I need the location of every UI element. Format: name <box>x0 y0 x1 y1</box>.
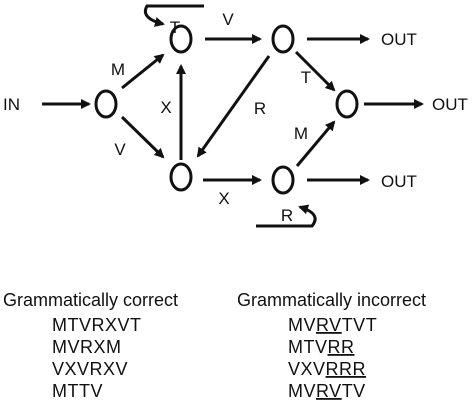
self-loop-bottom <box>256 204 317 228</box>
violation-underline: RRR <box>326 359 367 379</box>
state-top-left <box>169 24 193 54</box>
correct-sequence: VXVRXV <box>52 359 128 379</box>
incorrect-sequence: VXVRRR <box>288 359 366 379</box>
edge-to-final-lower <box>295 120 336 167</box>
edge-in-lower <box>120 115 165 159</box>
sequence-part: TVT <box>342 315 378 335</box>
io-labels: IN OUT OUT OUT <box>3 30 468 191</box>
edge-in-upper <box>121 53 165 90</box>
incorrect-sequence: MVRVTV <box>288 381 366 401</box>
label-self-loop-top: T <box>170 18 180 37</box>
transition-edges <box>42 4 424 228</box>
input-label: IN <box>3 95 20 114</box>
state-bottom-left <box>169 162 193 192</box>
violation-underline: RV <box>316 381 342 401</box>
label-bottom-right: X <box>218 189 229 208</box>
incorrect-sequence: MTVRR <box>288 337 355 357</box>
output-label-top: OUT <box>381 30 417 49</box>
label-cross-down: R <box>254 99 266 118</box>
label-top-right: V <box>222 10 234 29</box>
self-loop-top <box>143 4 204 27</box>
label-to-final-lower: M <box>294 124 308 143</box>
correct-sequence: MTVRXVT <box>52 315 142 335</box>
edge-to-final-upper <box>294 50 336 92</box>
correct-examples: Grammatically correct MTVRXVTMVRXMVXVRXV… <box>3 290 178 401</box>
sequence-part: VXV <box>288 359 326 379</box>
sequence-part: MTV <box>288 337 328 357</box>
edge-cross-down <box>196 55 271 158</box>
correct-sequence: MVRXM <box>52 337 122 357</box>
correct-sequence: MTTV <box>52 381 103 401</box>
transition-labels: M V T V X R T M X R <box>111 10 311 225</box>
output-label-bottom: OUT <box>381 172 417 191</box>
state-nodes <box>94 24 359 195</box>
label-up-from-lower: X <box>160 98 171 117</box>
sequence-part: TV <box>342 381 366 401</box>
incorrect-examples: Grammatically incorrect MVRVTVTMTVRRVXVR… <box>237 290 426 401</box>
correct-heading: Grammatically correct <box>3 290 178 310</box>
label-in-upper: M <box>111 60 125 79</box>
state-final <box>335 89 359 119</box>
violation-underline: RV <box>316 315 342 335</box>
output-label-middle: OUT <box>432 95 468 114</box>
state-top-right <box>271 24 295 54</box>
label-self-loop-bottom: R <box>281 206 293 225</box>
violation-underline: RR <box>328 337 355 357</box>
label-to-final-upper: T <box>301 68 311 87</box>
label-in-lower: V <box>114 140 126 159</box>
state-bottom-right <box>271 165 295 195</box>
state-start <box>94 89 118 119</box>
sequence-part: MV <box>288 381 316 401</box>
incorrect-heading: Grammatically incorrect <box>237 290 426 310</box>
incorrect-sequence: MVRVTVT <box>288 315 377 335</box>
sequence-part: MV <box>288 315 316 335</box>
